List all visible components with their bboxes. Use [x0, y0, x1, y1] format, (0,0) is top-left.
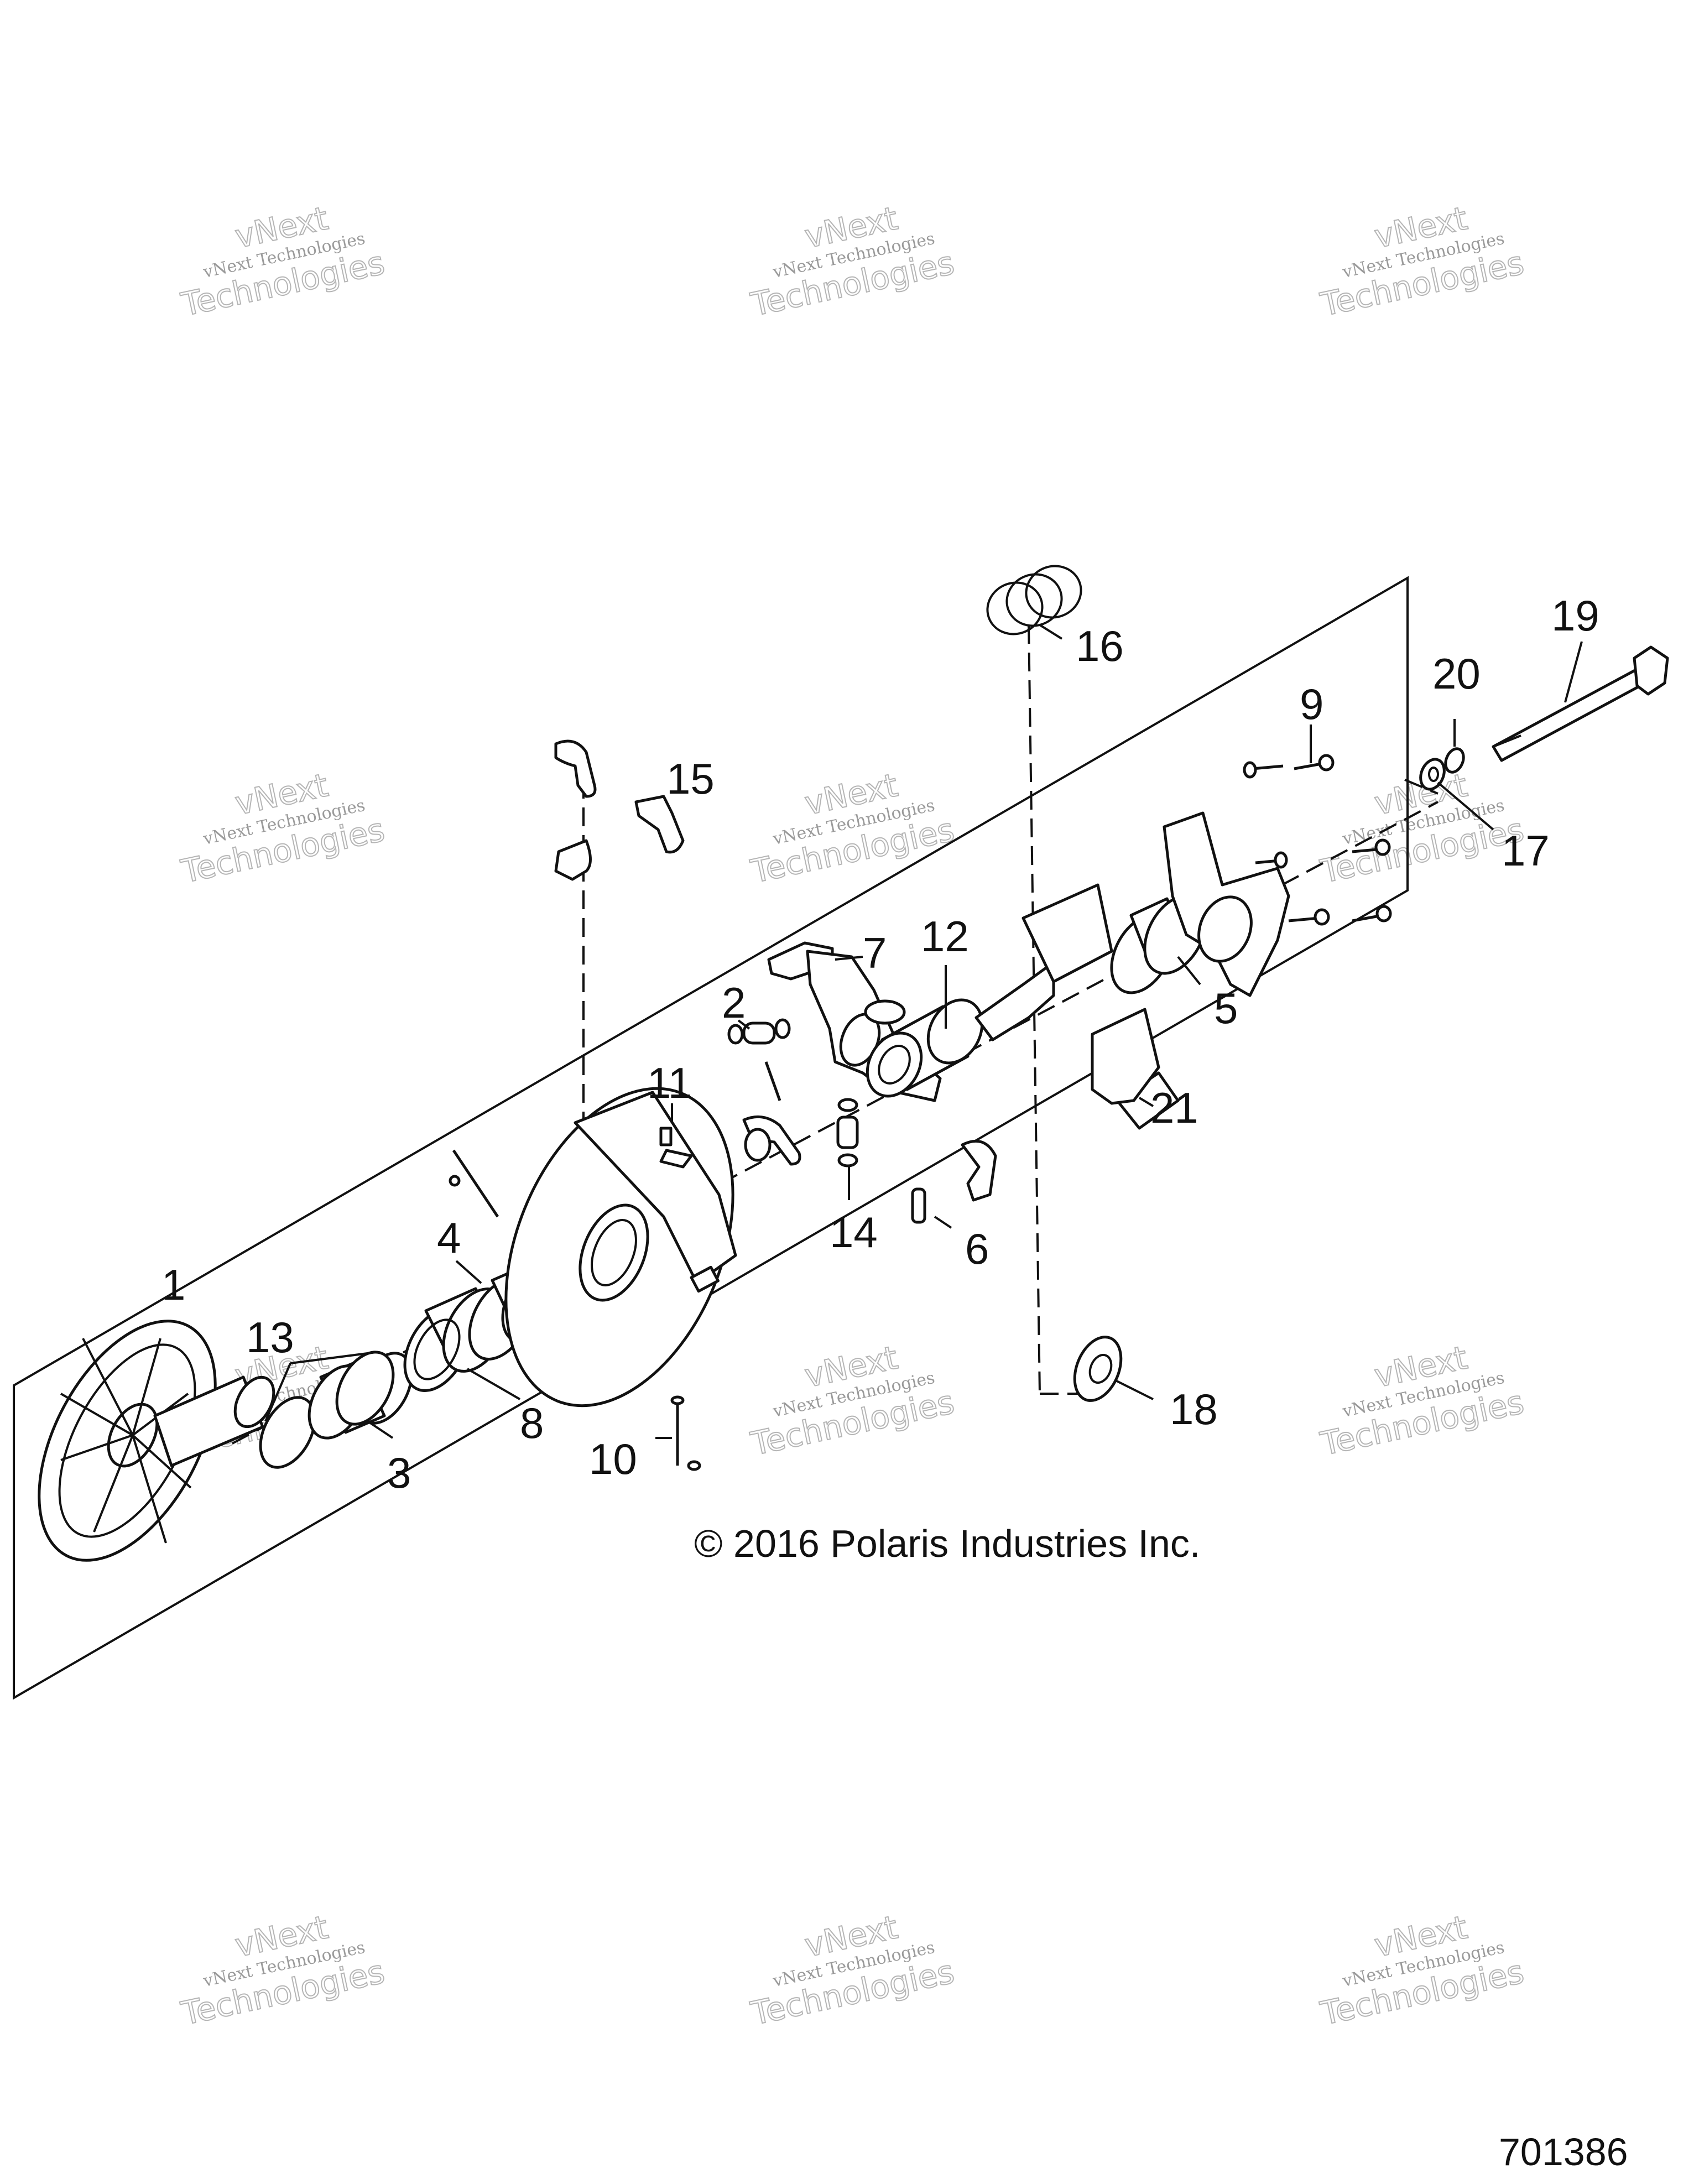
assembly-frame [13, 576, 1409, 1700]
spring-guide-line [1028, 624, 1041, 1394]
callout-20: 20 [1432, 649, 1481, 698]
callout-12: 12 [921, 912, 969, 961]
roller-2 [727, 1018, 791, 1101]
callout-15: 15 [666, 754, 715, 803]
callout-2: 2 [722, 978, 746, 1027]
washer-20 [1444, 747, 1465, 774]
watermark: vNext vNext Technologies Technologies [1317, 765, 1528, 891]
cover-plate [1163, 811, 1290, 997]
watermark: vNext vNext Technologies Technologies [1317, 1907, 1528, 2033]
nut-17 [1419, 758, 1446, 791]
copyright-notice: © 2016 Polaris Industries Inc. [694, 1522, 1200, 1565]
shield-21 [1091, 1008, 1160, 1105]
watermark: vNext vNext Technologies Technologies [747, 1907, 958, 2033]
washer-18 [1073, 1336, 1123, 1402]
callout-19: 19 [1551, 591, 1599, 640]
shields [974, 883, 1180, 1130]
flyweights [554, 739, 685, 881]
callout-5: 5 [1214, 984, 1238, 1033]
watermark: vNext vNext Technologies Technologies [1317, 199, 1528, 324]
callout-17: 17 [1502, 826, 1550, 875]
callout-18: 18 [1170, 1385, 1218, 1434]
callout-3: 3 [387, 1448, 411, 1497]
watermark: vNext vNext Technologies Technologies [1317, 1338, 1528, 1463]
watermark: vNext vNext Technologies Technologies [178, 1907, 389, 2033]
callout-1: 1 [161, 1260, 185, 1309]
watermark: vNext vNext Technologies Technologies [747, 199, 958, 324]
callout-10: 10 [589, 1435, 637, 1483]
pin-6 [911, 1139, 997, 1224]
callout-9: 9 [1300, 680, 1323, 728]
fixed-sheave [38, 1320, 275, 1562]
callout-21: 21 [1150, 1083, 1198, 1132]
bushing-5 [1110, 894, 1207, 994]
callout-16: 16 [1076, 622, 1124, 670]
watermark: vNext vNext Technologies Technologies [178, 765, 389, 891]
callouts: 1 2 3 4 5 6 7 8 9 10 11 12 13 14 15 16 1… [161, 591, 1599, 1497]
callout-13: 13 [246, 1313, 294, 1362]
pin-10 [670, 1395, 701, 1471]
callout-4: 4 [437, 1213, 461, 1262]
bolts-9 [1243, 754, 1392, 926]
callout-6: 6 [965, 1224, 989, 1273]
bolt-19 [1492, 645, 1669, 762]
watermark: vNext vNext Technologies Technologies [747, 765, 958, 891]
callout-11: 11 [647, 1059, 692, 1107]
spring-16 [986, 565, 1082, 635]
leader-lines [264, 624, 1583, 1439]
callout-8: 8 [520, 1399, 544, 1447]
moveable-sheave [504, 1087, 737, 1408]
callout-14: 14 [830, 1208, 878, 1257]
bolt-guide-line [1404, 779, 1439, 795]
set-screw-11 [659, 1127, 693, 1169]
figure-number: 701386 [1499, 2130, 1628, 2173]
watermark: vNext vNext Technologies Technologies [747, 1338, 958, 1463]
roller-pin [449, 1149, 499, 1218]
watermark: vNext vNext Technologies Technologies [178, 199, 389, 324]
roller-14 [742, 1098, 859, 1167]
callout-7: 7 [863, 929, 887, 977]
bushing-3 [308, 1351, 395, 1440]
